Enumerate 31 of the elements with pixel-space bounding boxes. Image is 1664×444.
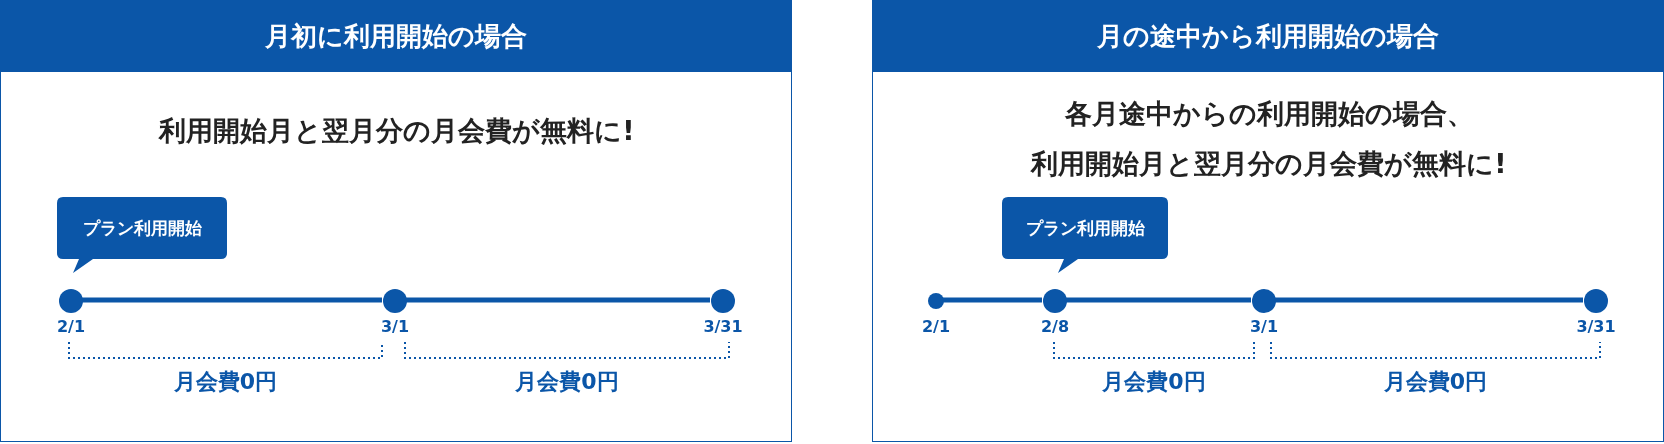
date-label: 2/1 — [55, 317, 87, 336]
timeline-dot — [928, 293, 944, 309]
speech-bubble: プラン利用開始 — [1002, 197, 1168, 273]
timeline-dot — [383, 289, 407, 313]
timeline-dot — [59, 289, 83, 313]
fee-label: 月会費0円 — [1382, 368, 1489, 396]
fee-label: 月会費0円 — [514, 368, 620, 396]
headline: 利用開始月と翌月分の月会費が無料に! — [157, 114, 636, 148]
date-label: 2/8 — [1039, 317, 1071, 336]
timeline-line — [1066, 297, 1251, 303]
date-label: 2/1 — [920, 317, 952, 336]
timeline-line — [943, 297, 1042, 303]
fee-label: 月会費0円 — [172, 368, 279, 396]
timeline-line — [1275, 297, 1583, 303]
header-band: 月の途中から利用開始の場合 — [873, 1, 1663, 72]
panel-frame — [0, 0, 792, 442]
header-band: 月初に利用開始の場合 — [1, 1, 791, 72]
timeline-dot — [1584, 289, 1608, 313]
date-label: 3/1 — [1248, 317, 1280, 336]
date-label: 3/31 — [702, 317, 744, 336]
fee-label: 月会費0円 — [1101, 368, 1207, 396]
speech-bubble: プラン利用開始 — [57, 197, 227, 273]
date-label: 3/31 — [1575, 317, 1617, 336]
timeline-dot — [1252, 289, 1276, 313]
timeline-dot — [1043, 289, 1067, 313]
timeline-dot — [711, 289, 735, 313]
date-label: 3/1 — [379, 317, 411, 336]
panel-frame — [872, 0, 1664, 442]
timeline-line — [406, 297, 710, 303]
timeline-line — [82, 297, 382, 303]
headline: 各月途中からの利用開始の場合、利用開始月と翌月分の月会費が無料に! — [1029, 97, 1508, 181]
